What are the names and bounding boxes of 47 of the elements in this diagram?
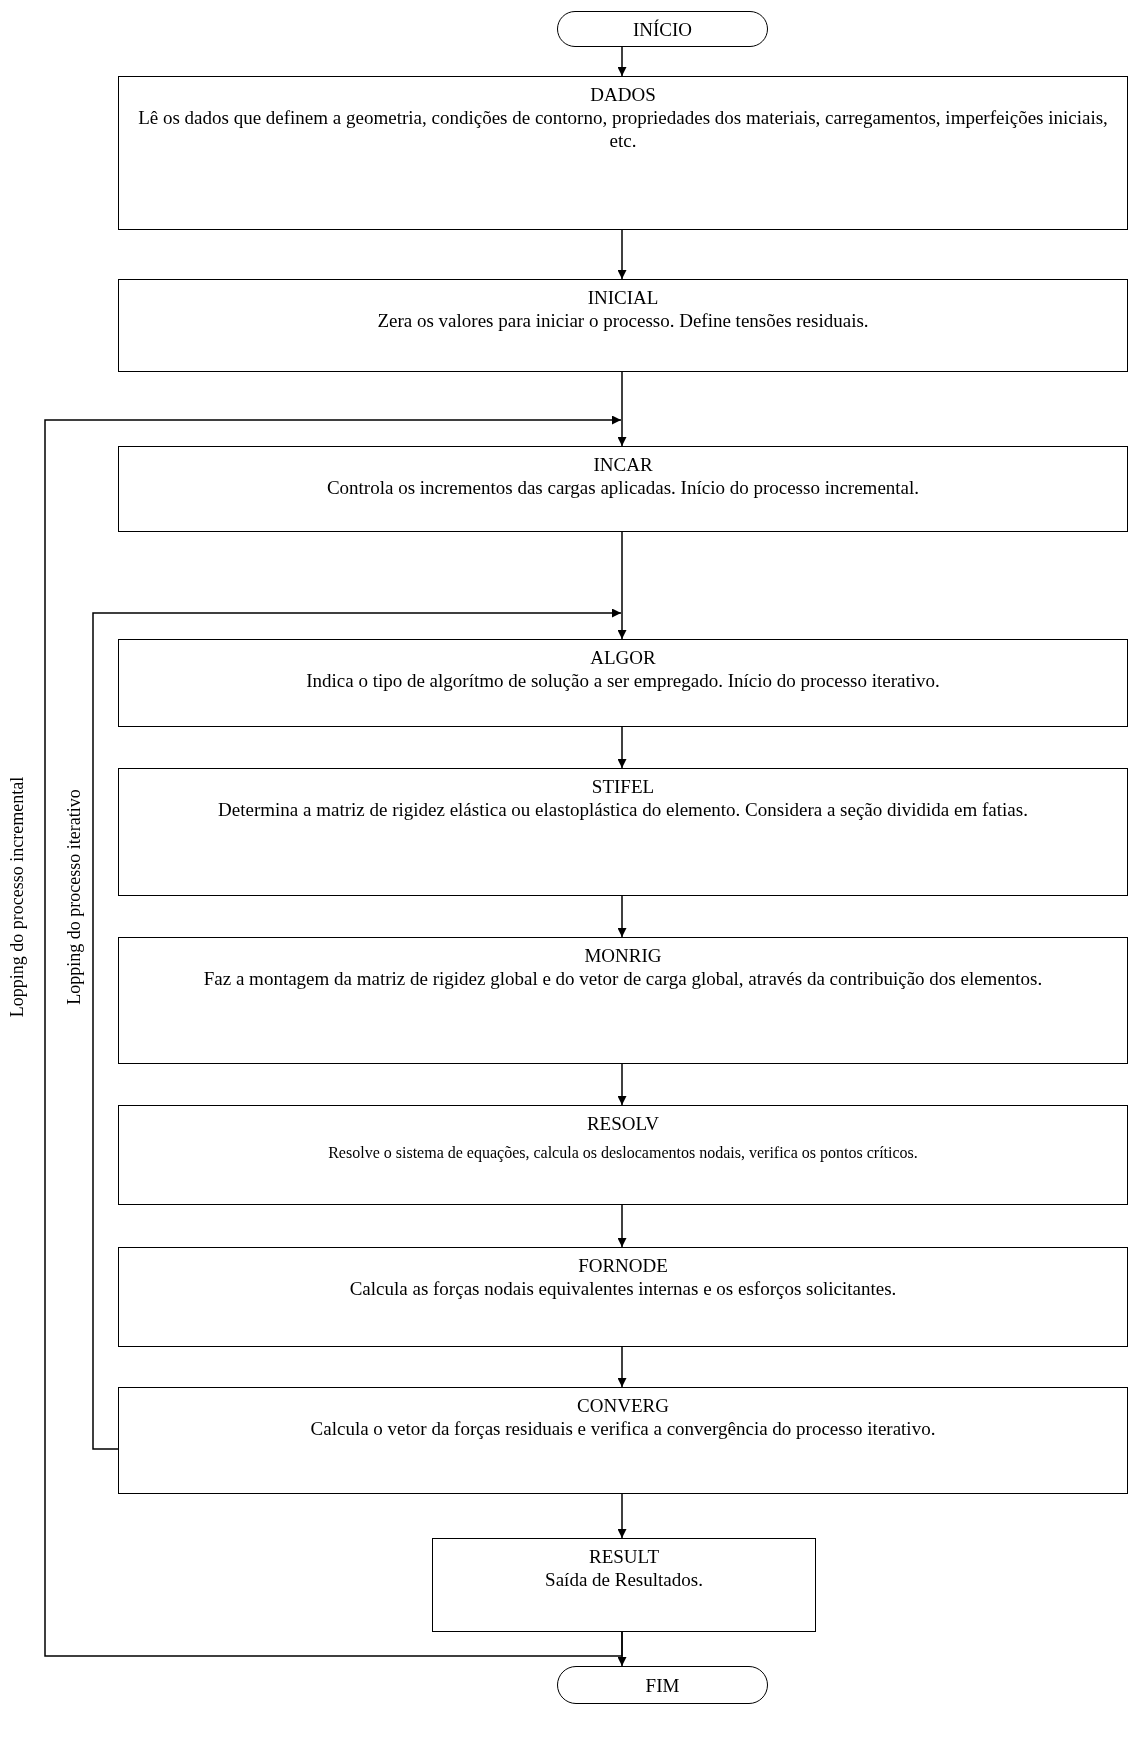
terminal-shape	[557, 11, 768, 47]
process-box	[118, 1387, 1128, 1494]
process-box	[118, 937, 1128, 1064]
edge-label: Lopping do processo incremental	[7, 776, 28, 1018]
process-box	[118, 639, 1128, 727]
step-title: CONVERG	[577, 1394, 669, 1417]
process-box	[118, 279, 1128, 372]
terminal-shape	[557, 1666, 768, 1704]
step-description: Saída de Resultados.	[545, 1568, 703, 1591]
step-description: Calcula o vetor da forças residuais e verifica a convergência do processo iterativo.	[310, 1417, 936, 1440]
step-description: Zera os valores para iniciar o processo. Define tensões residuais.	[377, 309, 869, 332]
arrow	[617, 531, 627, 640]
step-title: STIFEL	[591, 775, 655, 798]
step-description: Lê os dados que definem a geometria, condições de contorno, propriedades dos materiais, carregamentos, imperfeições iniciais, etc.	[137, 106, 1109, 152]
arrow	[617, 895, 627, 938]
terminal-label: INÍCIO	[632, 17, 693, 41]
step-description: Faz a montagem da matriz de rigidez global e do vetor de carga global, através da contribuição dos elementos.	[203, 967, 1043, 990]
arrow	[617, 1346, 627, 1388]
loop-arrow	[44, 415, 623, 1657]
arrow	[617, 1063, 627, 1106]
step-description: Indica o tipo de algorítmo de solução a ser empregado. Início do processo iterativo.	[306, 669, 940, 692]
step-title: RESOLV	[586, 1112, 660, 1135]
process-box	[432, 1538, 816, 1632]
arrow	[617, 1204, 627, 1248]
step-title: FORNODE	[578, 1254, 668, 1277]
process-box	[118, 76, 1128, 230]
process-box	[118, 768, 1128, 896]
process-box	[118, 1247, 1128, 1347]
step-title: MONRIG	[584, 944, 662, 967]
arrow	[617, 726, 627, 769]
step-title: INICIAL	[587, 286, 659, 309]
step-description: Controla os incrementos das cargas aplicadas. Início do processo incremental.	[326, 476, 920, 499]
step-description: Resolve o sistema de equações, calcula os deslocamentos nodais, verifica os pontos críticos.	[328, 1143, 918, 1164]
terminal-label: FIM	[645, 1673, 680, 1697]
arrow	[617, 1493, 627, 1539]
arrow	[617, 229, 627, 280]
step-title: RESULT	[588, 1545, 659, 1568]
step-title: INCAR	[593, 453, 653, 476]
arrow	[617, 46, 627, 77]
step-title: DADOS	[590, 83, 656, 106]
step-description: Calcula as forças nodais equivalentes internas e os esforços solicitantes.	[349, 1277, 897, 1300]
process-box	[118, 446, 1128, 532]
step-description: Determina a matriz de rigidez elástica ou elastoplástica do elemento. Considera a seção dividida em fatias.	[218, 798, 1028, 821]
step-title: ALGOR	[590, 646, 656, 669]
arrow	[617, 371, 627, 447]
process-box	[118, 1105, 1128, 1205]
loop-arrow	[92, 608, 622, 1450]
